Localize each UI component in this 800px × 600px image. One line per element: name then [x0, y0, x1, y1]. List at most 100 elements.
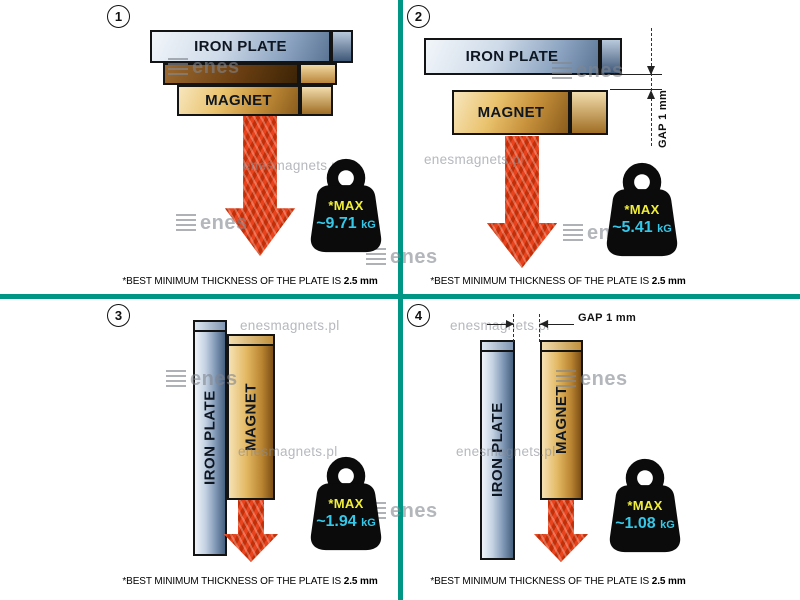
kettlebell-icon: [310, 456, 382, 551]
panel-1-magnet-top: [163, 63, 299, 85]
weight-max-label: *MAX: [328, 198, 364, 213]
gap-value: 1 mm: [657, 89, 669, 120]
panel-2-magnet-end: [570, 90, 608, 135]
enes-logo-watermark: enes: [168, 56, 240, 79]
site-watermark: enesmagnets.pl: [424, 152, 524, 167]
enes-logo-text: enes: [390, 500, 438, 522]
weight-value: ~1.08 kG: [601, 515, 689, 533]
panel-4-iron-plate-top: [480, 340, 515, 352]
panel-4-magnet: MAGNET: [540, 340, 583, 500]
panel-4-iron-plate: IRON PLATE: [480, 340, 515, 560]
panel-1-iron-plate: IRON PLATE: [150, 30, 331, 63]
gap-extension-line-bottom: [610, 89, 662, 90]
weight-unit: kG: [657, 223, 672, 235]
weight-max-label: *MAX: [328, 496, 364, 511]
weight-number: ~9.71: [316, 215, 357, 232]
weight-number: ~1.08: [615, 515, 656, 532]
enes-logo-text: enes: [580, 368, 628, 390]
enes-logo-watermark: enes: [552, 60, 624, 83]
weight-unit: kG: [361, 517, 376, 529]
iron-plate-label: IRON PLATE: [465, 48, 559, 65]
footnote-text: *BEST MINIMUM THICKNESS OF THE PLATE IS: [430, 276, 650, 287]
panel-1-magnet: MAGNET: [177, 85, 300, 116]
panel-4-footnote: *BEST MINIMUM THICKNESS OF THE PLATE IS …: [408, 576, 708, 587]
weight-number: ~1.94: [316, 513, 357, 530]
panel-1-magnet-top-end: [299, 63, 337, 85]
panel-2-weight: *MAX ~5.41 kG: [598, 162, 686, 267]
weight-max-label: *MAX: [627, 498, 663, 513]
gap-arrow-left-icon: [540, 320, 548, 328]
site-watermark: enesmagnets.pl: [450, 318, 550, 333]
gap-dimension-line: [651, 28, 652, 146]
enes-logo-watermark: enes: [176, 212, 248, 235]
magnet-label: MAGNET: [477, 104, 545, 121]
gap-extension-line-top: [612, 74, 662, 75]
panel-4-weight: *MAX ~1.08 kG: [601, 458, 689, 563]
panel-4-gap-label: GAP 1 mm: [578, 312, 636, 324]
panel-1-weight: *MAX ~9.71 kG: [302, 158, 390, 263]
enes-logo-text: enes: [192, 56, 240, 78]
footnote-bold-value: 2.5 mm: [651, 276, 686, 287]
panel-3-pull-arrow-icon: [224, 500, 278, 562]
gap-dimension-line-right: [540, 324, 574, 325]
panel-2-gap-label: GAP 1 mm: [657, 64, 673, 148]
magnet-label: MAGNET: [205, 92, 272, 109]
gap-text: GAP: [578, 312, 603, 324]
panel-2-iron-plate-end: [600, 38, 622, 75]
gap-extension-line-right: [539, 314, 540, 342]
panel-3-number: 3: [107, 304, 130, 327]
panel-4-pull-arrow-icon: [534, 500, 588, 562]
panel-3-weight: *MAX ~1.94 kG: [302, 456, 390, 561]
panel-1-number: 1: [107, 5, 130, 28]
weight-max-label: *MAX: [624, 202, 660, 217]
enes-logo-mark-icon: [168, 57, 188, 78]
gap-text: GAP: [657, 123, 669, 148]
panel-2-number: 2: [407, 5, 430, 28]
kettlebell-icon: [609, 458, 681, 553]
panel-3-magnet: MAGNET: [227, 334, 275, 500]
site-watermark: enesmagnets.pl: [243, 158, 343, 173]
weight-value: ~5.41 kG: [598, 219, 686, 237]
magnet-label: MAGNET: [553, 386, 570, 454]
panel-2-footnote: *BEST MINIMUM THICKNESS OF THE PLATE IS …: [408, 276, 708, 287]
footnote-text: *BEST MINIMUM THICKNESS OF THE PLATE IS: [122, 576, 342, 587]
magnet-label: MAGNET: [242, 383, 260, 451]
enes-logo-text: enes: [190, 368, 238, 390]
weight-number: ~5.41: [612, 219, 653, 236]
site-watermark: enesmagnets.pl: [240, 318, 340, 333]
site-watermark: enesmagnets.pl: [456, 444, 556, 459]
kettlebell-icon: [310, 158, 382, 253]
iron-plate-label: IRON PLATE: [201, 390, 219, 486]
panel-3-magnet-top: [227, 334, 275, 346]
panel-3-footnote: *BEST MINIMUM THICKNESS OF THE PLATE IS …: [55, 576, 445, 587]
enes-logo-mark-icon: [176, 213, 196, 234]
panel-4-number: 4: [407, 304, 430, 327]
gap-arrow-right-icon: [506, 320, 514, 328]
weight-value: ~1.94 kG: [302, 513, 390, 531]
enes-logo-mark-icon: [563, 223, 583, 244]
panel-1-pull-arrow-icon: [225, 116, 295, 256]
enes-logo-watermark: enes: [366, 246, 438, 269]
divider-vertical: [398, 0, 403, 600]
footnote-bold-value: 2.5 mm: [343, 276, 378, 287]
enes-logo-text: enes: [390, 246, 438, 268]
panel-1-iron-plate-end: [331, 30, 353, 63]
footnote-text: *BEST MINIMUM THICKNESS OF THE PLATE IS: [122, 276, 342, 287]
enes-logo-watermark: enes: [556, 368, 628, 391]
enes-logo-watermark: enes: [166, 368, 238, 391]
gap-extension-line-left: [513, 314, 514, 342]
enes-logo-text: enes: [200, 212, 248, 234]
enes-logo-mark-icon: [552, 61, 572, 82]
weight-value: ~9.71 kG: [302, 215, 390, 233]
enes-logo-mark-icon: [366, 247, 386, 268]
panel-4-magnet-top: [540, 340, 583, 352]
panel-3-iron-plate: IRON PLATE: [193, 320, 227, 556]
footnote-text: *BEST MINIMUM THICKNESS OF THE PLATE IS: [430, 576, 650, 587]
gap-arrow-up-icon: [647, 90, 655, 99]
weight-unit: kG: [660, 519, 675, 531]
panel-3-iron-plate-top: [193, 320, 227, 332]
weight-unit: kG: [361, 219, 376, 231]
footnote-bold-value: 2.5 mm: [651, 576, 686, 587]
enes-logo-mark-icon: [166, 369, 186, 390]
